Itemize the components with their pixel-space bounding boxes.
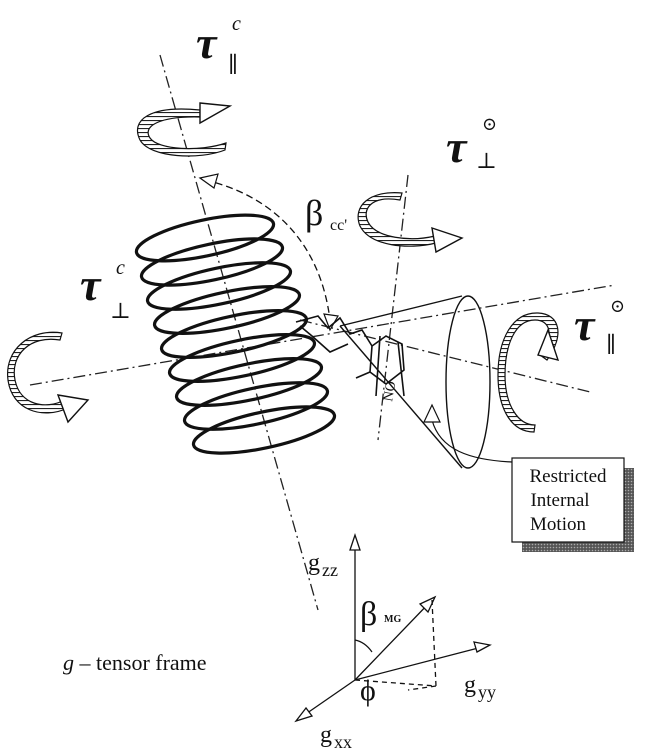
svg-text:yy: yy <box>478 682 496 702</box>
rotation-arrow-perp-o <box>357 192 464 254</box>
svg-text:xx: xx <box>334 732 352 751</box>
motion-box-line3: Motion <box>530 514 586 535</box>
label-phi: ϕ <box>360 674 376 707</box>
svg-text:⊙: ⊙ <box>610 296 625 316</box>
callout-line <box>431 419 513 463</box>
svg-text:β: β <box>305 193 323 233</box>
svg-text:g: g <box>308 550 320 576</box>
motion-box <box>511 457 625 543</box>
helix-long-axis <box>159 54 319 611</box>
svg-text:g: g <box>464 672 476 698</box>
svg-text:⊥: ⊥ <box>476 148 497 173</box>
helix-perp-axis <box>29 284 616 386</box>
svg-text:g: g <box>320 722 332 748</box>
label-gzz: g zz <box>308 550 338 580</box>
motion-box-line1: Restricted <box>529 466 607 487</box>
frame-caption: g – tensor frame <box>63 650 207 675</box>
label-beta-cc: β cc' <box>305 193 347 234</box>
nitroxide-perp-axis <box>377 174 409 441</box>
spin-label-linker <box>295 315 405 397</box>
nitroxide-no-label: NO <box>381 380 399 403</box>
svg-text:τ: τ <box>446 121 468 172</box>
svg-text:c: c <box>116 257 125 279</box>
label-tau-par-c: τ c ∥ <box>196 13 241 77</box>
callout-arrowhead <box>423 403 441 423</box>
beta-cc-arrowhead-top <box>198 173 219 189</box>
svg-text:∥: ∥ <box>228 52 238 77</box>
motion-box-line2: Internal <box>530 490 589 511</box>
label-tau-perp-o: τ ⊙ ⊥ <box>446 114 497 173</box>
svg-text:τ: τ <box>196 17 218 68</box>
svg-text:zz: zz <box>322 560 338 580</box>
beta-cc-arc <box>204 179 331 321</box>
svg-text:⊙: ⊙ <box>482 114 497 134</box>
helix-coil <box>134 213 337 455</box>
svg-text:cc': cc' <box>330 217 347 234</box>
label-tau-perp-c: τ c ⊥ <box>80 257 131 323</box>
label-gxx: g xx <box>320 722 352 751</box>
svg-text:g – tensor frame: g – tensor frame <box>63 650 207 675</box>
svg-text:MG: MG <box>384 614 401 625</box>
label-gyy: g yy <box>464 672 496 702</box>
rotation-arrow-perp-c <box>7 331 90 424</box>
svg-text:∥: ∥ <box>606 332 616 357</box>
motion-cone <box>339 295 491 469</box>
svg-text:τ: τ <box>80 259 102 310</box>
label-tau-par-o: τ ⊙ ∥ <box>574 296 625 357</box>
svg-text:⊥: ⊥ <box>110 298 131 323</box>
svg-text:β: β <box>360 596 377 633</box>
rotation-arrow-par-c <box>137 102 233 157</box>
svg-text:τ: τ <box>574 299 596 350</box>
rotation-arrow-par-o <box>497 312 560 433</box>
label-beta-mg: β MG <box>360 596 401 633</box>
svg-text:c: c <box>232 13 241 35</box>
g-tensor-frame <box>294 532 492 723</box>
